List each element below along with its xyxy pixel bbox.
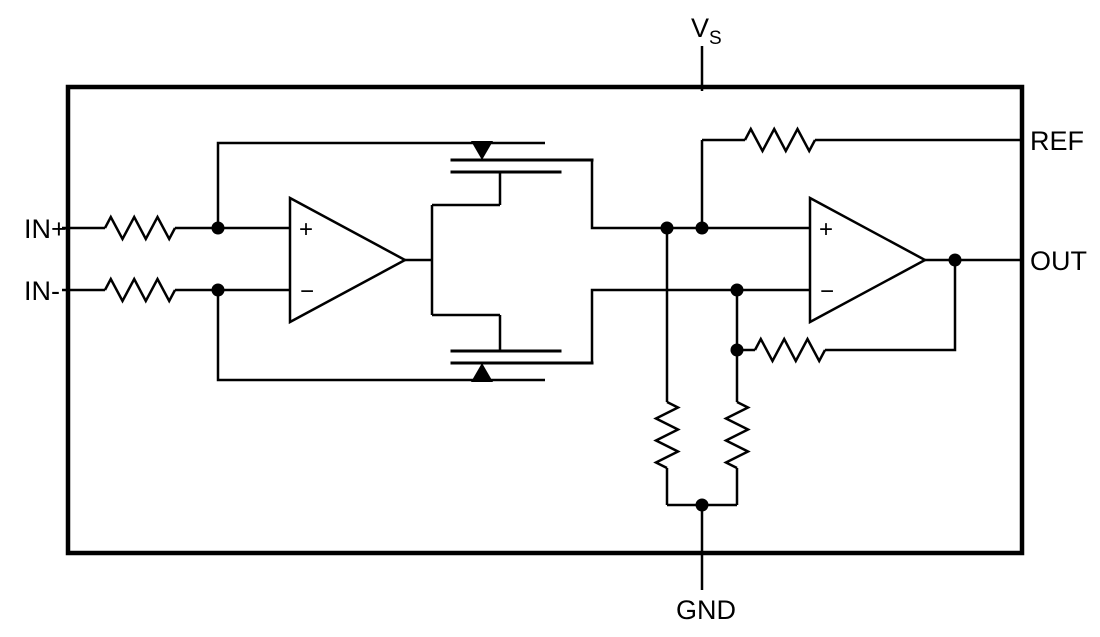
opamp-2-minus-sign: − [820,278,834,305]
opamp-2-plus-sign: + [819,216,833,243]
pin-label-gnd: GND [676,595,736,625]
opamp-2-triangle [808,195,928,325]
resistor-load-right [723,400,751,470]
mosfet-bottom [450,349,594,382]
resistor-in-minus [103,276,177,304]
opamp-1-minus-sign: − [300,278,314,305]
pin-label-vs: VS [691,13,722,49]
resistor-feedback [753,336,827,364]
junction-dot [211,221,225,235]
junction-dot [660,221,674,235]
resistor-in-plus [103,214,177,242]
pin-label-in-minus: IN- [24,276,60,306]
junction-dot [211,283,225,297]
junction-dot [730,343,744,357]
opamp-1-triangle [288,195,408,325]
pin-label-ref: REF [1030,126,1084,156]
vs-sub-text: S [709,28,722,49]
pin-label-out: OUT [1030,246,1087,276]
resistor-load-left [653,400,681,470]
junction-dot [730,283,744,297]
vs-main-text: V [691,13,709,43]
junction-dot [695,498,709,512]
junction-dot [948,253,962,267]
resistor-ref [743,126,817,154]
ic-boundary-box [65,84,1025,556]
mosfet-top-arrow-down-icon [471,141,493,160]
junction-dot [695,221,709,235]
mosfet-bottom-arrow-up-icon [471,363,493,382]
mosfet-top [450,141,594,174]
opamp-1-plus-sign: + [299,216,313,243]
pin-label-in-plus: IN+ [24,214,67,244]
wire-segments [62,46,1024,590]
